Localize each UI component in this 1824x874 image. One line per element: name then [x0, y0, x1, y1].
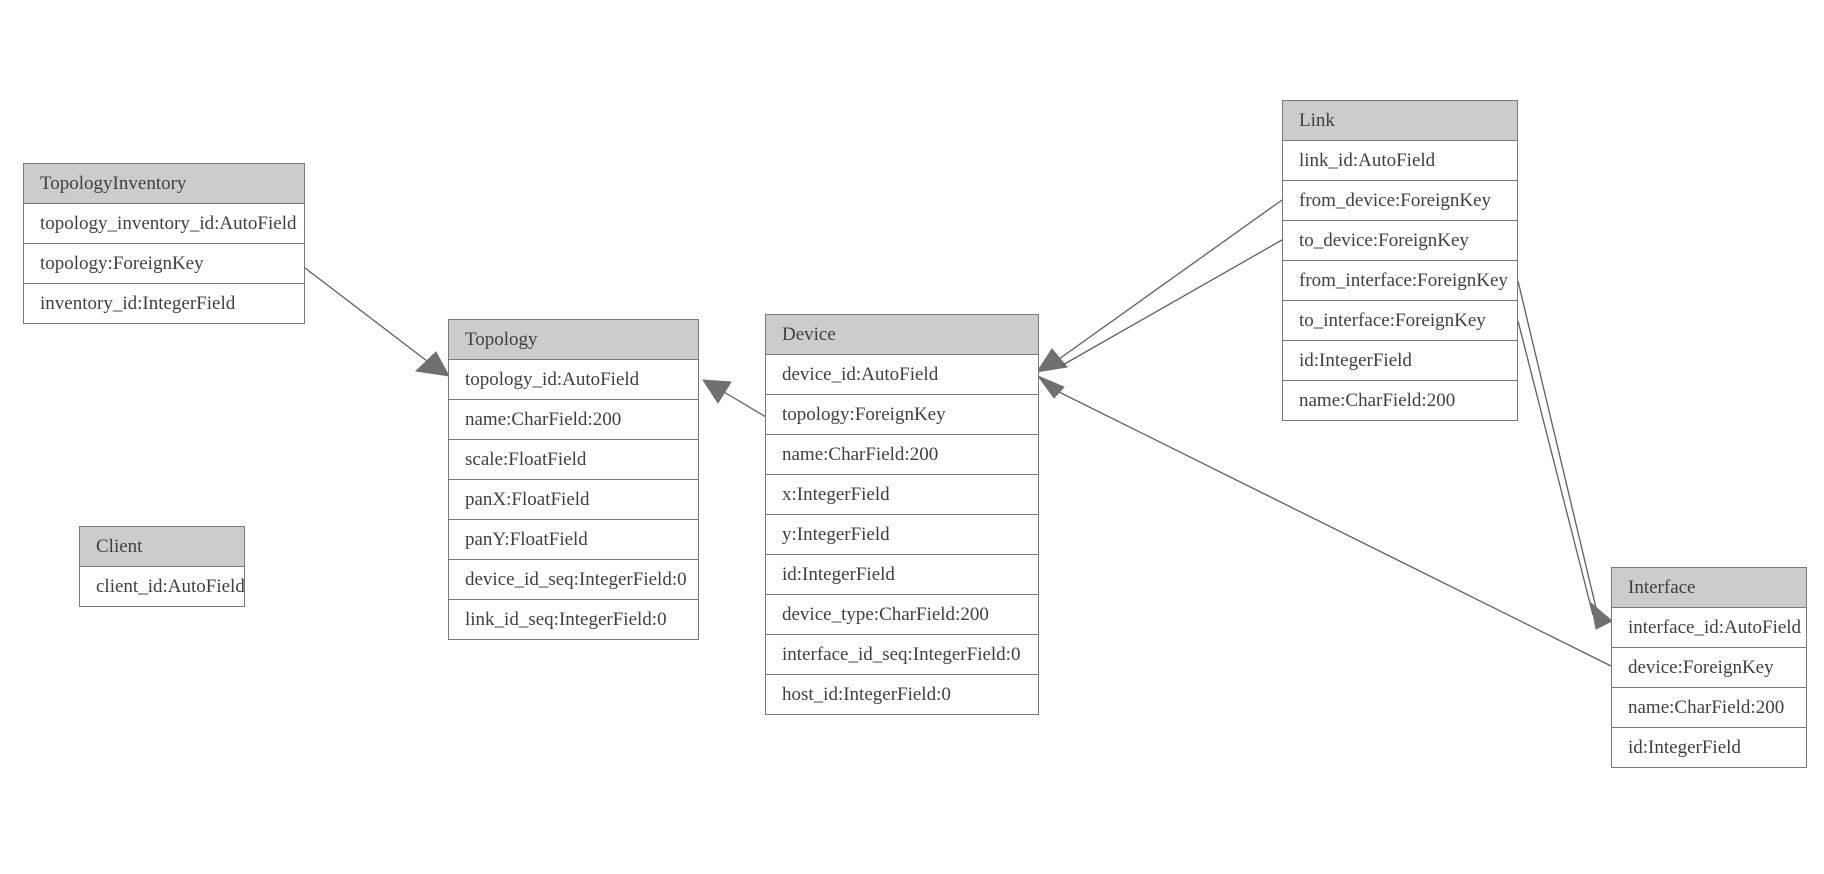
entity-field-row: topology_id:AutoField	[449, 359, 698, 399]
entity-field-row: name:CharField:200	[766, 434, 1038, 474]
entity-title: Interface	[1612, 568, 1806, 607]
entity-field-row: host_id:IntegerField:0	[766, 674, 1038, 714]
entity-field-row: from_device:ForeignKey	[1283, 180, 1517, 220]
entity-field-row: device_type:CharField:200	[766, 594, 1038, 634]
entity-title: TopologyInventory	[24, 164, 304, 203]
arrowhead-icon	[1036, 374, 1065, 399]
entity-field-row: client_id:AutoField	[80, 566, 244, 606]
entity-title: Client	[80, 527, 244, 566]
arrowhead-icon	[1590, 601, 1613, 630]
entity-field-row: name:CharField:200	[1612, 687, 1806, 727]
entity-field-row: id:IntegerField	[1283, 340, 1517, 380]
entity-field-row: scale:FloatField	[449, 439, 698, 479]
entity-field-row: from_interface:ForeignKey	[1283, 260, 1517, 300]
relationship-line	[1517, 320, 1594, 616]
entity-field-row: panY:FloatField	[449, 519, 698, 559]
entity-field-row: topology_inventory_id:AutoField	[24, 203, 304, 243]
entity-field-row: y:IntegerField	[766, 514, 1038, 554]
entity-field-row: to_interface:ForeignKey	[1283, 300, 1517, 340]
entity-field-row: name:CharField:200	[1283, 380, 1517, 420]
entity-field-row: device_id:AutoField	[766, 354, 1038, 394]
relationship-line	[304, 267, 428, 362]
entity-field-row: id:IntegerField	[1612, 727, 1806, 767]
relationship-line	[1058, 199, 1283, 360]
entity-title: Link	[1283, 101, 1517, 140]
entity-field-row: interface_id:AutoField	[1612, 607, 1806, 647]
entity-field-row: device_id_seq:IntegerField:0	[449, 559, 698, 599]
entity-field-row: inventory_id:IntegerField	[24, 283, 304, 323]
arrowhead-icon	[414, 351, 450, 377]
entity-field-row: link_id:AutoField	[1283, 140, 1517, 180]
entity-field-row: x:IntegerField	[766, 474, 1038, 514]
entity-title: Topology	[449, 320, 698, 359]
relationship-line	[1058, 391, 1612, 667]
entity-field-row: link_id_seq:IntegerField:0	[449, 599, 698, 639]
entity-field-row: name:CharField:200	[449, 399, 698, 439]
relationship-line	[1517, 280, 1598, 613]
entity-field-row: device:ForeignKey	[1612, 647, 1806, 687]
arrowhead-icon	[702, 379, 732, 404]
entity-field-row: topology:ForeignKey	[766, 394, 1038, 434]
entity-field-row: to_device:ForeignKey	[1283, 220, 1517, 260]
relationship-line	[1060, 239, 1283, 367]
entity-field-row: interface_id_seq:IntegerField:0	[766, 634, 1038, 674]
arrowhead-icon	[1035, 348, 1068, 373]
entity-field-row: topology:ForeignKey	[24, 243, 304, 283]
relationship-line	[723, 391, 767, 418]
entity-field-row: panX:FloatField	[449, 479, 698, 519]
entity-field-row: id:IntegerField	[766, 554, 1038, 594]
entity-title: Device	[766, 315, 1038, 354]
